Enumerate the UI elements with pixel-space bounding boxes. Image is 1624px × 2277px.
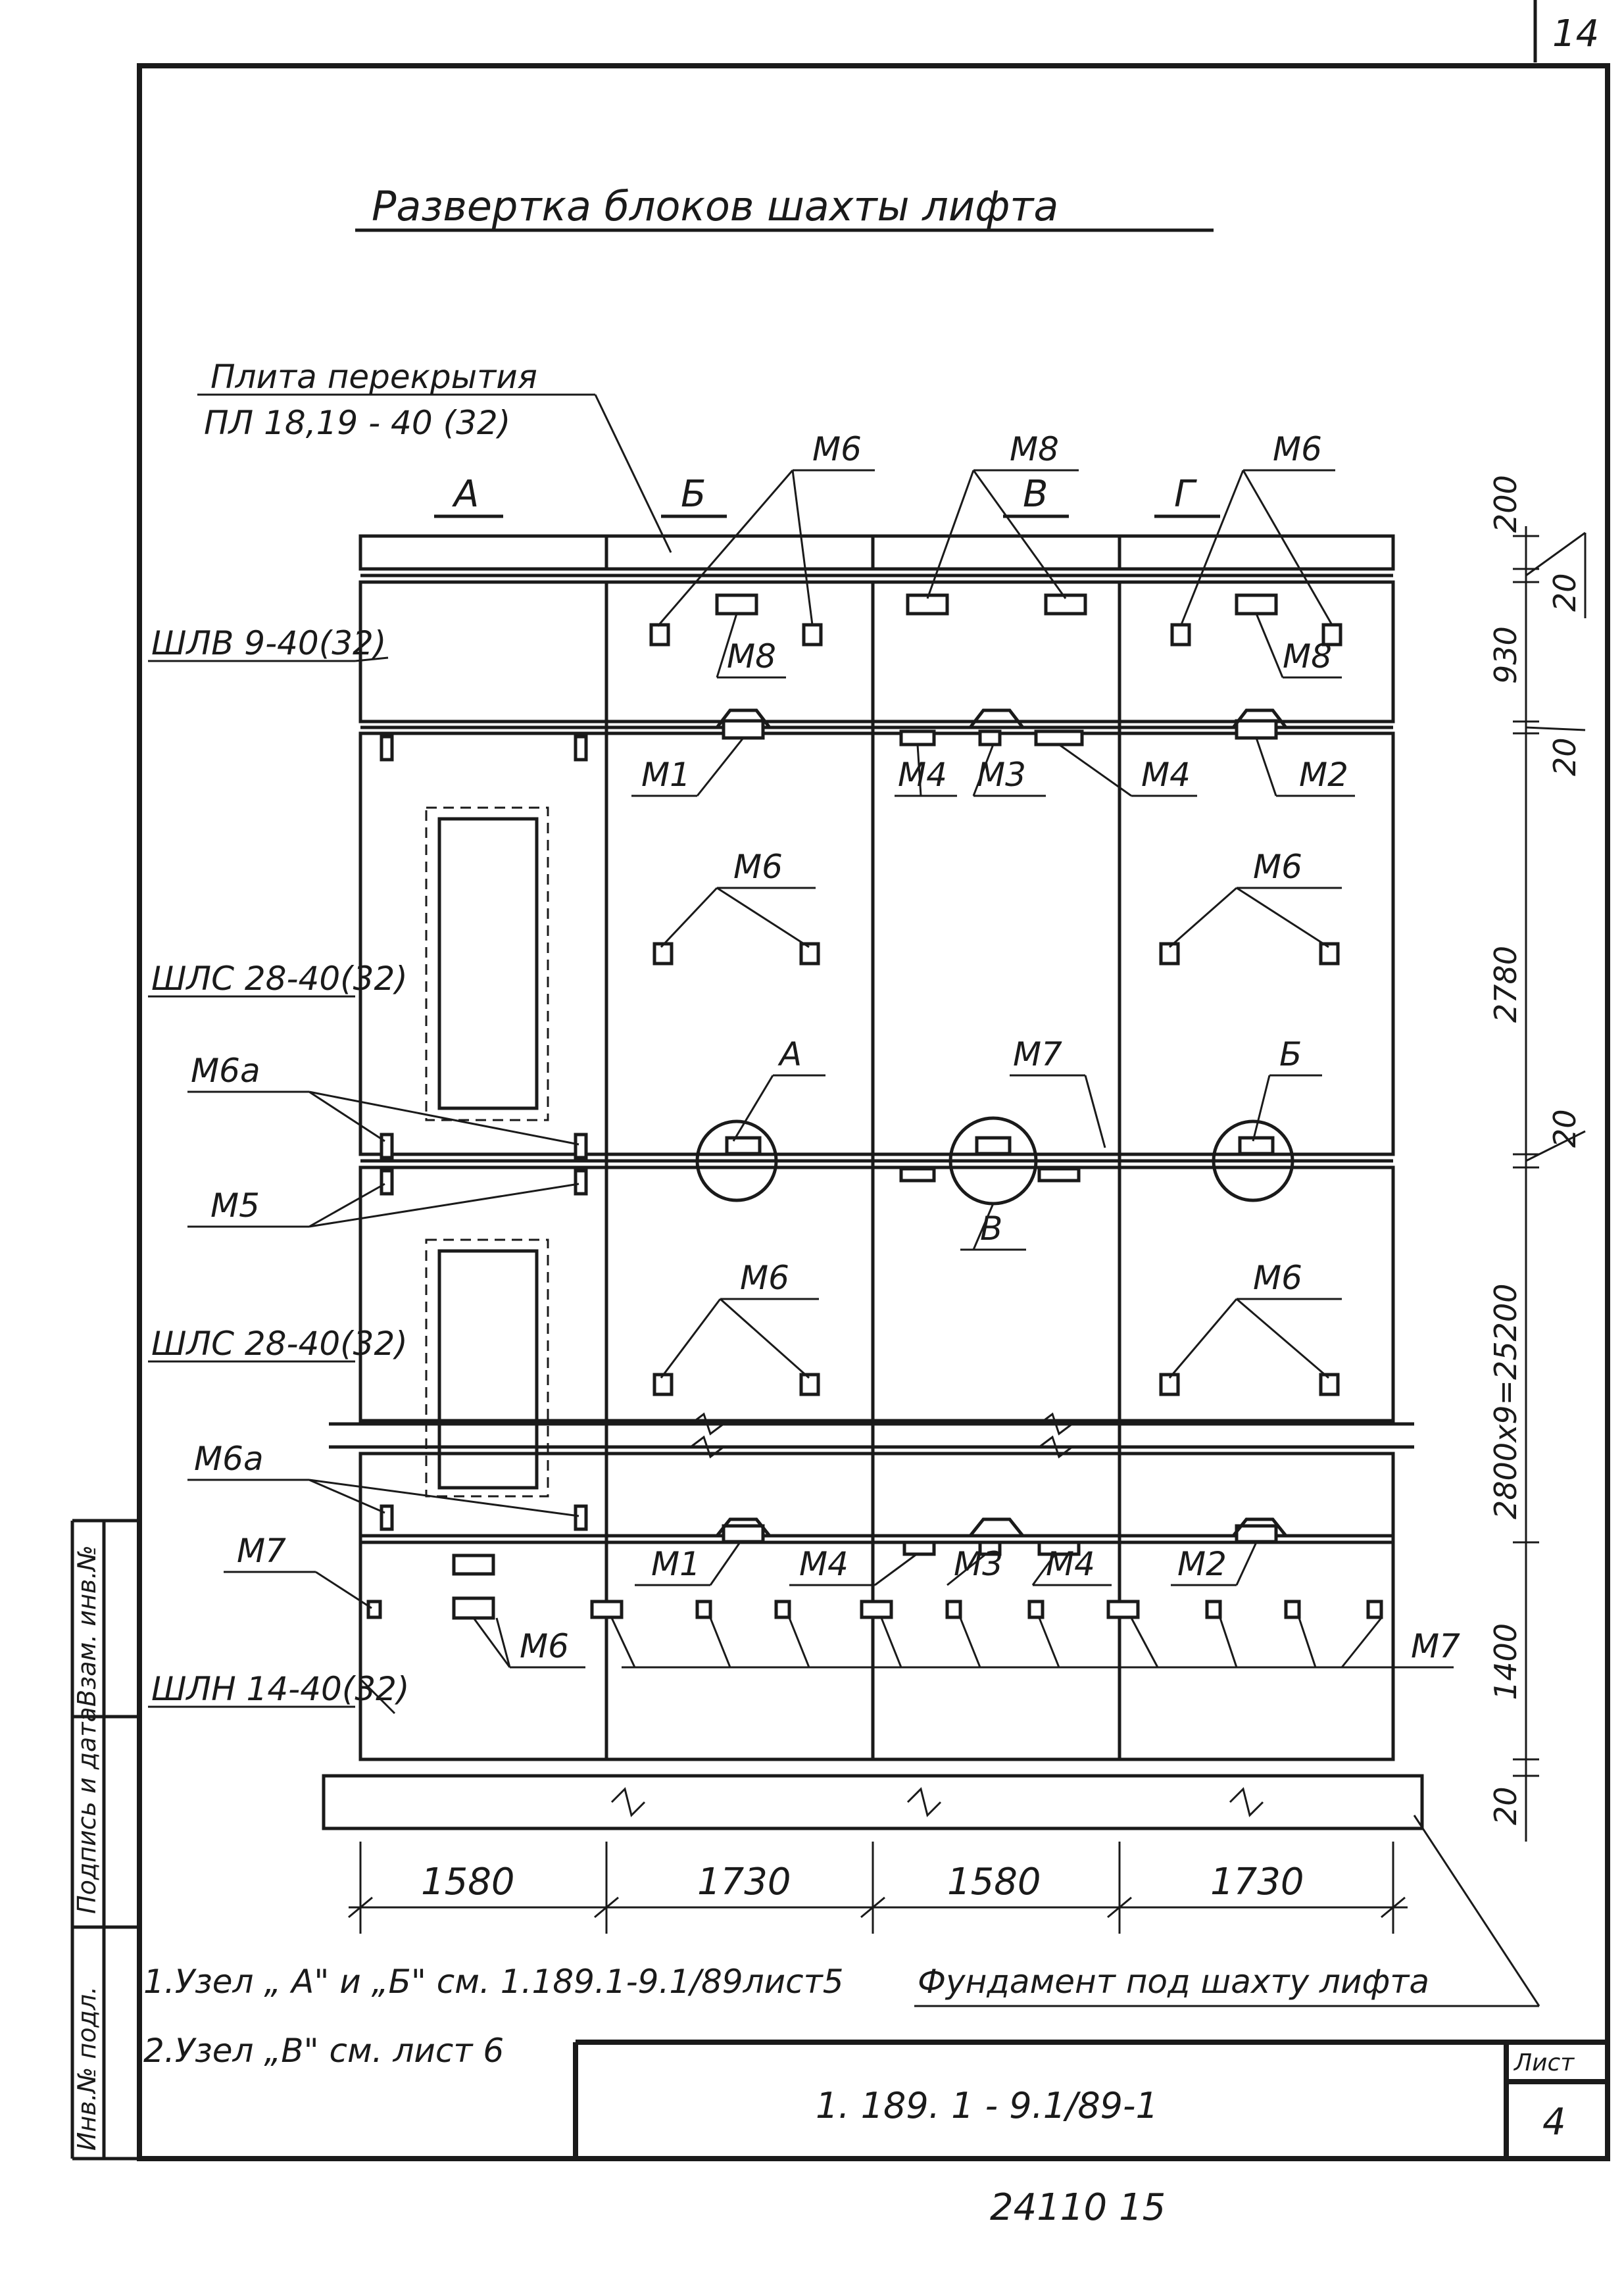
label-m6-g-upper: М6 xyxy=(1253,848,1302,886)
dim-right-20-c: 20 xyxy=(1547,1109,1583,1148)
label-m6-b-upper: М6 xyxy=(733,848,783,886)
dim-right-200: 200 xyxy=(1488,475,1523,533)
note-2: 2.Узел „В" см. лист 6 xyxy=(143,2032,504,2070)
label-m6-bottom: М6 xyxy=(520,1627,569,1665)
label-m5: М5 xyxy=(210,1187,260,1225)
footer-code: 24110 15 xyxy=(990,2186,1166,2229)
break-marks xyxy=(610,1412,1264,1817)
page-number: 14 xyxy=(1552,12,1599,55)
label-m6a-upper: М6а xyxy=(191,1052,260,1090)
label-m4-bottom-right: М4 xyxy=(1046,1545,1095,1583)
door-frame-lower xyxy=(437,1249,539,1490)
joint-bumps xyxy=(716,708,1287,1537)
label-m4-right: М4 xyxy=(1141,756,1191,794)
label-m3-bottom: М3 xyxy=(954,1545,1003,1583)
dim-right-20-b: 20 xyxy=(1547,737,1583,776)
label-m1: М1 xyxy=(641,756,691,794)
label-m6-g-mid: М6 xyxy=(1253,1259,1302,1297)
label-shls-mid: ШЛС 28-40(32) xyxy=(151,1325,408,1363)
label-m7-left: М7 xyxy=(237,1532,286,1570)
node-a-circle xyxy=(695,1119,778,1202)
joint-lines xyxy=(329,574,1414,1538)
axis-b: Б xyxy=(681,473,706,516)
block-shls-mid xyxy=(358,1165,1395,1423)
foundation xyxy=(322,1774,1424,1830)
stamp-vzam-inv: Взам. инв.№ xyxy=(72,1545,101,1707)
slab-label-line2: ПЛ 18,19 - 40 (32) xyxy=(204,404,510,442)
dim-right-1400: 1400 xyxy=(1488,1623,1523,1700)
label-m1-bottom: М1 xyxy=(651,1545,701,1583)
sheet-number: 4 xyxy=(1542,2101,1566,2143)
label-m6a-lower: М6а xyxy=(194,1440,264,1478)
slab-label-line1: Плита перекрытия xyxy=(210,358,537,396)
label-m8-g: М8 xyxy=(1283,637,1332,675)
dim-right-20-d: 20 xyxy=(1488,1786,1523,1825)
label-m8-b: М8 xyxy=(727,637,776,675)
label-shlv: ШЛВ 9-40(32) xyxy=(151,624,386,662)
dim-right-2780: 2780 xyxy=(1488,946,1523,1023)
embed-plates xyxy=(366,593,1383,1620)
label-m2: М2 xyxy=(1299,756,1348,794)
drawing-frame xyxy=(137,63,1610,2161)
dim-bottom-2: 1730 xyxy=(697,1861,791,1903)
label-shln: ШЛН 14-40(32) xyxy=(151,1670,409,1708)
label-m3: М3 xyxy=(977,756,1026,794)
floor-slab xyxy=(358,534,1395,571)
dim-right-930: 930 xyxy=(1488,626,1523,684)
node-b-circle xyxy=(1212,1119,1294,1202)
right-dimension-line xyxy=(1513,526,1587,1842)
bottom-dimension-line xyxy=(348,1842,1408,1934)
slab-dividers xyxy=(604,536,1121,569)
block-shln xyxy=(358,1540,1395,1761)
foundation-label: Фундамент под шахту лифта xyxy=(918,1963,1429,2001)
stamp-inv-podl: Инв.№ подл. xyxy=(72,1986,101,2151)
label-m4-bottom-left: М4 xyxy=(799,1545,849,1583)
drawing-title: Развертка блоков шахты лифта xyxy=(372,182,1058,230)
title-block xyxy=(573,2040,1608,2159)
label-m6-b-mid: М6 xyxy=(740,1259,789,1297)
axis-g: Г xyxy=(1174,473,1197,516)
block-shlv xyxy=(358,580,1395,723)
label-m8-top: М8 xyxy=(1010,430,1059,468)
sheet-label: Лист xyxy=(1513,2049,1575,2076)
door-opening-lower xyxy=(425,1238,549,1498)
dim-bottom-1: 1580 xyxy=(421,1861,515,1903)
axis-v: В xyxy=(1023,473,1048,516)
stamp-signature-date: Подпись и дата xyxy=(72,1707,101,1914)
door-frame-upper xyxy=(437,817,539,1110)
label-m7-upper: М7 xyxy=(1013,1035,1062,1073)
dim-right-25200: 2800х9=25200 xyxy=(1488,1284,1523,1519)
block-shls-top xyxy=(358,731,1395,1156)
stamp-column: Инв.№ подл. Подпись и дата Взам. инв.№ xyxy=(70,1519,139,2161)
column-dividers xyxy=(604,582,1121,1759)
label-m7-right: М7 xyxy=(1411,1627,1460,1665)
label-m6-top-b: М6 xyxy=(812,430,862,468)
label-shls-top: ШЛС 28-40(32) xyxy=(151,960,408,998)
label-node-v: В xyxy=(980,1210,1002,1248)
dim-right-20-a: 20 xyxy=(1547,573,1583,612)
leader-lines xyxy=(187,469,1540,2007)
label-m6-top-g: М6 xyxy=(1273,430,1322,468)
dim-bottom-3: 1580 xyxy=(947,1861,1041,1903)
label-node-b: Б xyxy=(1279,1035,1302,1073)
note-1: 1.Узел „ А" и „Б" см. 1.189.1-9.1/89лист… xyxy=(143,1963,844,2001)
label-m2-bottom: М2 xyxy=(1177,1545,1227,1583)
slab-leader xyxy=(594,394,672,553)
dim-bottom-4: 1730 xyxy=(1210,1861,1304,1903)
document-code: 1. 189. 1 - 9.1/89-1 xyxy=(816,2085,1158,2126)
door-opening-upper xyxy=(425,806,549,1121)
label-m4-left: М4 xyxy=(898,756,947,794)
label-node-a: А xyxy=(777,1035,802,1073)
axis-a: А xyxy=(452,473,479,516)
